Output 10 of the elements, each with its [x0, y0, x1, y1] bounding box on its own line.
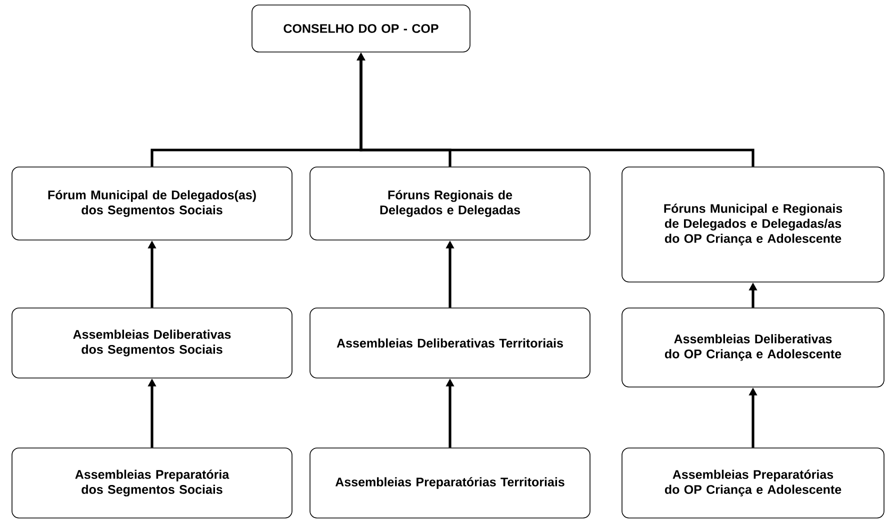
- org-box: CONSELHO DO OP - COP: [252, 4, 470, 52]
- org-box: Assembleias Preparatórias do OP Criança e Adolescente: [622, 448, 884, 518]
- org-box: Fóruns Regionais de Delegados e Delegadas: [310, 166, 590, 240]
- org-box: Assembleias Preparatória dos Segmentos Sociais: [12, 448, 292, 518]
- org-box: Fórum Municipal de Delegados(as) dos Segmentos Sociais: [12, 166, 292, 240]
- org-box: Assembleias Deliberativas Territoriais: [310, 308, 590, 378]
- org-box: Assembleias Preparatórias Territoriais: [310, 448, 590, 518]
- org-box: Assembleias Deliberativas dos Segmentos Sociais: [12, 308, 292, 378]
- org-box: Assembleias Deliberativas do OP Criança e Adolescente: [622, 308, 884, 388]
- org-box: Fóruns Municipal e Regionais de Delegados e Delegadas/as do OP Criança e Adolescente: [622, 166, 884, 282]
